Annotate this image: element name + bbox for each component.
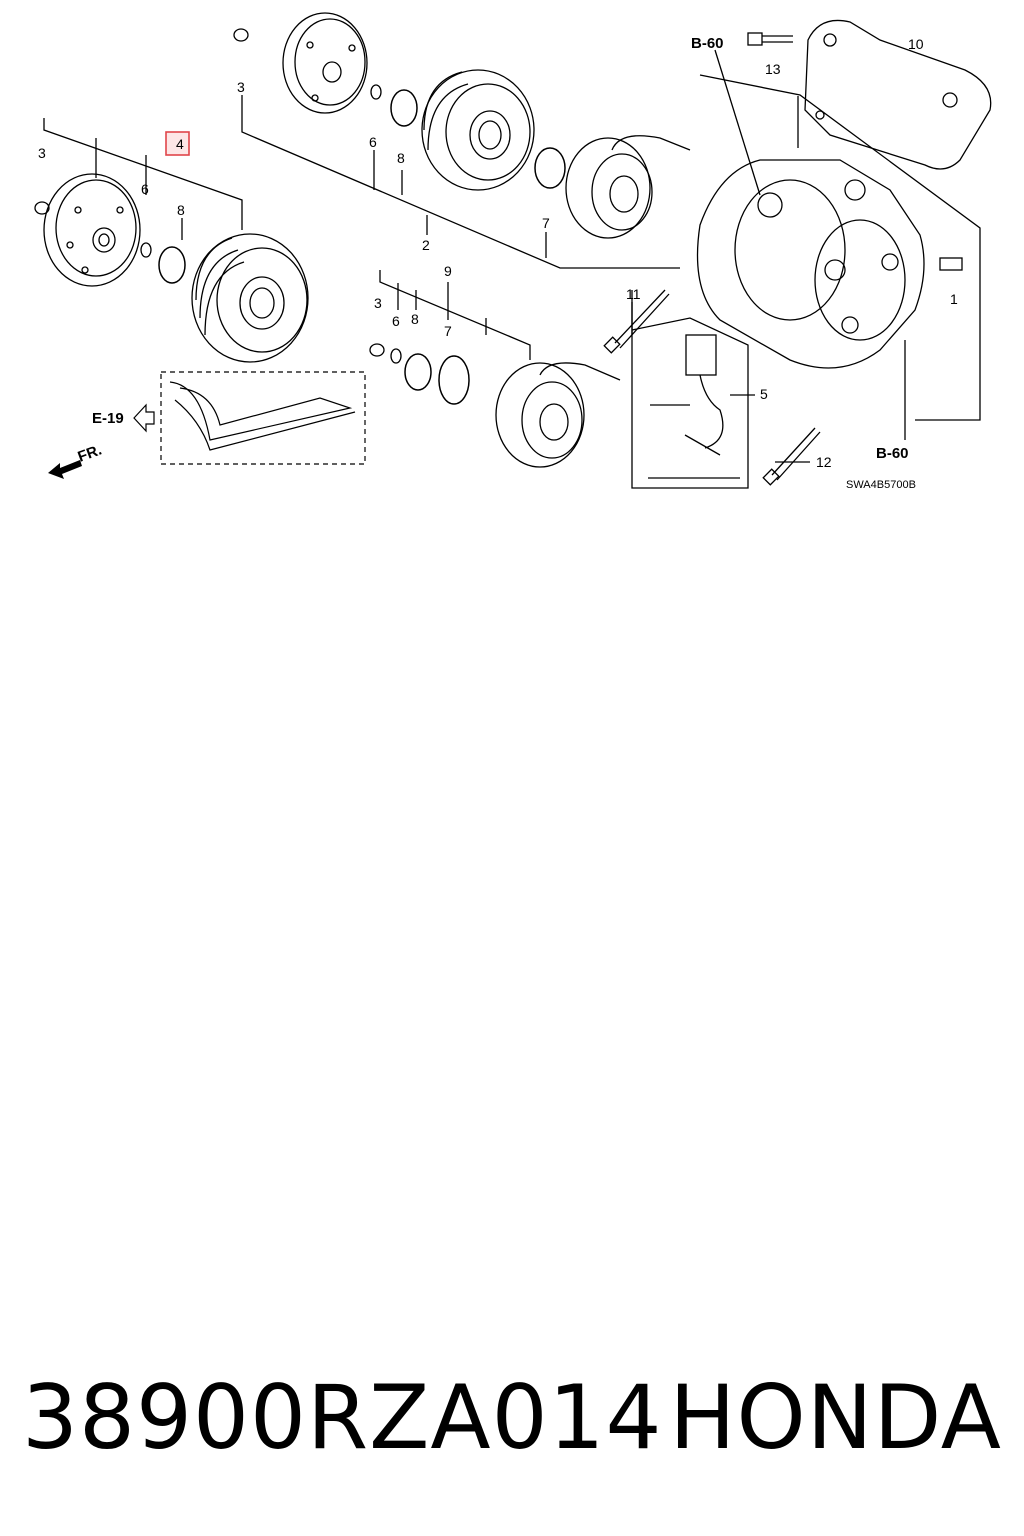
nut-left bbox=[34, 201, 50, 215]
wire-harness-5 bbox=[650, 334, 724, 456]
callout-6-left: 6 bbox=[141, 181, 149, 197]
callout-3-left: 3 bbox=[38, 145, 46, 161]
callout-10: 10 bbox=[908, 36, 924, 52]
callout-9: 9 bbox=[444, 263, 452, 279]
callout-5: 5 bbox=[760, 386, 768, 402]
callout-4: 4 bbox=[176, 136, 184, 152]
brand-name: HONDA bbox=[669, 1365, 1002, 1469]
parts-exploded-diagram: 1 2 3 3 3 4 5 6 6 6 7 7 8 8 8 9 10 11 12… bbox=[34, 12, 992, 491]
highlight-box bbox=[165, 131, 190, 156]
callout-6-bottom: 6 bbox=[392, 313, 400, 329]
snap-ring-coil-top bbox=[534, 147, 566, 189]
snap-ring-top bbox=[390, 89, 418, 127]
compressor-body bbox=[696, 159, 925, 369]
callout-3-bottom: 3 bbox=[374, 295, 382, 311]
callout-1: 1 bbox=[950, 291, 958, 307]
belt-detail bbox=[160, 371, 366, 465]
ref-e19: E-19 bbox=[92, 410, 124, 427]
compressor-bracket bbox=[804, 19, 992, 170]
callout-7-top: 7 bbox=[542, 215, 550, 231]
part-caption: 38900RZA014 HONDA bbox=[0, 1362, 1024, 1472]
callout-11: 11 bbox=[626, 286, 641, 302]
front-label: FR. bbox=[76, 442, 105, 466]
shim-left bbox=[140, 242, 152, 258]
pulley-top bbox=[421, 69, 535, 191]
pressure-plate-left bbox=[43, 173, 141, 287]
ref-b60-bottom: B-60 bbox=[876, 445, 909, 462]
pulley-left bbox=[191, 233, 309, 363]
bolt-12 bbox=[762, 427, 821, 486]
relief-valve-1 bbox=[939, 257, 963, 271]
pressure-plate-top bbox=[282, 12, 368, 114]
callout-8-left: 8 bbox=[177, 202, 185, 218]
callout-8-top: 8 bbox=[397, 150, 405, 166]
front-arrow-icon bbox=[48, 460, 82, 479]
shim-top bbox=[370, 84, 382, 100]
snap-ring-left bbox=[158, 246, 186, 284]
snap-ring-bottom bbox=[404, 353, 470, 405]
callout-2: 2 bbox=[422, 237, 430, 253]
bolt-13 bbox=[747, 32, 793, 46]
ref-b60-top: B-60 bbox=[691, 35, 724, 52]
field-coil-bottom bbox=[495, 362, 621, 468]
callout-12: 12 bbox=[816, 454, 832, 470]
bolt-11 bbox=[603, 289, 670, 354]
shim-bottom bbox=[390, 348, 402, 364]
callout-3-top: 3 bbox=[237, 79, 245, 95]
diagram-code: SWA4B5700B bbox=[846, 479, 916, 491]
callout-6-top: 6 bbox=[369, 134, 377, 150]
callout-7-bottom: 7 bbox=[444, 323, 452, 339]
nut-bottom bbox=[369, 343, 385, 357]
field-coil-top bbox=[565, 135, 691, 239]
part-number: 38900RZA014 bbox=[22, 1365, 663, 1469]
e19-arrow-icon bbox=[133, 403, 155, 433]
nut-top bbox=[233, 28, 249, 42]
callout-13: 13 bbox=[765, 61, 781, 77]
callout-8-bottom: 8 bbox=[411, 311, 419, 327]
